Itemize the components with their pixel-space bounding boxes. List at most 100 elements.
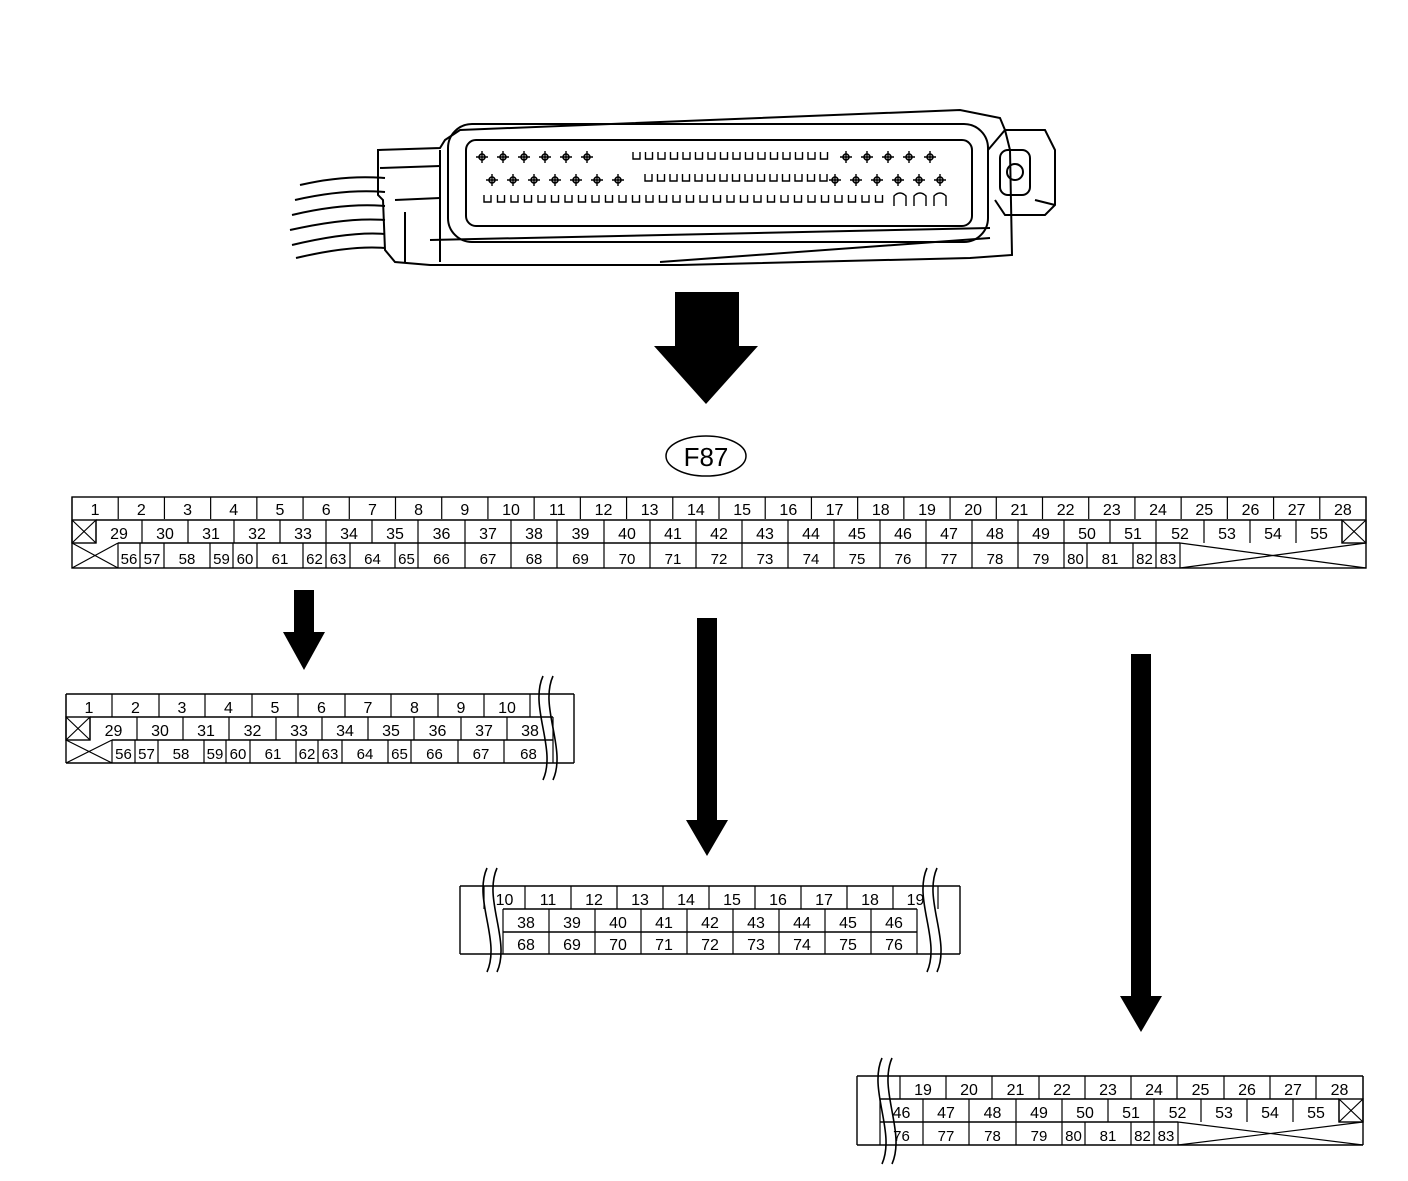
pin-number: 33	[294, 526, 312, 543]
pin-number: 10	[496, 892, 514, 909]
pin-number: 37	[475, 723, 493, 740]
pin-cell: 2	[131, 700, 140, 717]
pin-number: 57	[138, 746, 155, 763]
pin-cell: 10	[498, 700, 516, 717]
pin-number: 13	[641, 502, 659, 519]
pin-cell: 44	[802, 526, 820, 543]
pin-number: 17	[826, 502, 844, 519]
pin-cell: 75	[849, 551, 866, 568]
pin-cell: 14	[677, 892, 695, 909]
pin-number: 79	[1033, 551, 1050, 568]
pin-cell: 48	[986, 526, 1004, 543]
pin-cell: 5	[276, 502, 285, 519]
pin-cell: 34	[336, 723, 354, 740]
pin-number: 54	[1264, 526, 1282, 543]
pin-cell: 15	[733, 502, 751, 519]
pin-number: 37	[479, 526, 497, 543]
pin-number: 75	[849, 551, 866, 568]
pin-number: 78	[984, 1128, 1001, 1145]
pin-number: 57	[144, 551, 161, 568]
pin-cell: 76	[895, 551, 912, 568]
pin-cell: 18	[861, 892, 879, 909]
pin-cell: 3	[178, 700, 187, 717]
pin-number: 16	[769, 892, 787, 909]
pin-number: 30	[156, 526, 174, 543]
pin-number: 30	[151, 723, 169, 740]
pin-number: 50	[1078, 526, 1096, 543]
pin-cell: 43	[747, 915, 765, 932]
pin-number: 4	[229, 502, 238, 519]
pin-cell: 42	[701, 915, 719, 932]
pin-number: 76	[893, 1128, 910, 1145]
pin-cell: 72	[701, 937, 719, 954]
pin-cell: 13	[641, 502, 659, 519]
pin-cell: 26	[1242, 502, 1260, 519]
pin-cell: 60	[237, 551, 254, 568]
pin-cell: 62	[299, 746, 316, 763]
pin-number: 74	[803, 551, 820, 568]
pin-number: 81	[1102, 551, 1119, 568]
pin-number: 53	[1215, 1105, 1233, 1122]
pin-number: 39	[563, 915, 581, 932]
pin-number: 38	[525, 526, 543, 543]
pin-number: 58	[179, 551, 196, 568]
pin-number: 42	[710, 526, 728, 543]
pin-number: 21	[1010, 502, 1028, 519]
pin-cell: 51	[1122, 1105, 1140, 1122]
pin-cell: 37	[479, 526, 497, 543]
pin-number: 51	[1124, 526, 1142, 543]
pin-number: 55	[1307, 1105, 1325, 1122]
pin-number: 78	[987, 551, 1004, 568]
pin-cell: 5	[271, 700, 280, 717]
pin-number: 77	[941, 551, 958, 568]
pin-cell: 23	[1103, 502, 1121, 519]
pin-number: 3	[178, 700, 187, 717]
pin-cell: 38	[521, 723, 539, 740]
pin-cell: 83	[1158, 1128, 1175, 1145]
pin-number: 7	[368, 502, 377, 519]
pin-number: 7	[364, 700, 373, 717]
pin-cell: 53	[1215, 1105, 1233, 1122]
pin-number: 11	[549, 502, 566, 519]
pin-cell: 76	[885, 937, 903, 954]
pin-number: 35	[382, 723, 400, 740]
pin-number: 63	[330, 551, 347, 568]
pin-number: 19	[914, 1082, 932, 1099]
pin-cell: 45	[839, 915, 857, 932]
pin-number: 48	[984, 1105, 1002, 1122]
pin-cell: 4	[224, 700, 233, 717]
pin-number: 29	[110, 526, 128, 543]
pin-cell: 58	[179, 551, 196, 568]
pin-cell: 6	[317, 700, 326, 717]
pin-cell: 27	[1288, 502, 1306, 519]
pin-cell: 4	[229, 502, 238, 519]
pin-cell: 75	[839, 937, 857, 954]
pin-cell: 8	[414, 502, 423, 519]
pin-number: 60	[237, 551, 254, 568]
pin-number: 83	[1160, 551, 1177, 568]
pin-cell: 11	[549, 502, 566, 519]
pin-cell: 23	[1099, 1082, 1117, 1099]
pin-number: 56	[121, 551, 138, 568]
pin-cell: 31	[197, 723, 215, 740]
pin-cell: 6	[322, 502, 331, 519]
pin-cell: 77	[938, 1128, 955, 1145]
pin-number: 39	[572, 526, 590, 543]
pin-cell: 81	[1100, 1128, 1117, 1145]
pin-number: 34	[340, 526, 358, 543]
connector-label-oval: F87	[665, 435, 747, 477]
pin-cell: 50	[1078, 526, 1096, 543]
pin-cell: 74	[793, 937, 811, 954]
pin-cell: 51	[1124, 526, 1142, 543]
pin-number: 45	[839, 915, 857, 932]
pin-cell: 38	[525, 526, 543, 543]
pin-number: 40	[609, 915, 627, 932]
unused-pin-marker	[1338, 1098, 1364, 1123]
pin-number: 10	[498, 700, 516, 717]
pin-cell: 8	[410, 700, 419, 717]
pin-cell: 29	[110, 526, 128, 543]
pin-cell: 13	[631, 892, 649, 909]
pin-number: 24	[1149, 502, 1167, 519]
